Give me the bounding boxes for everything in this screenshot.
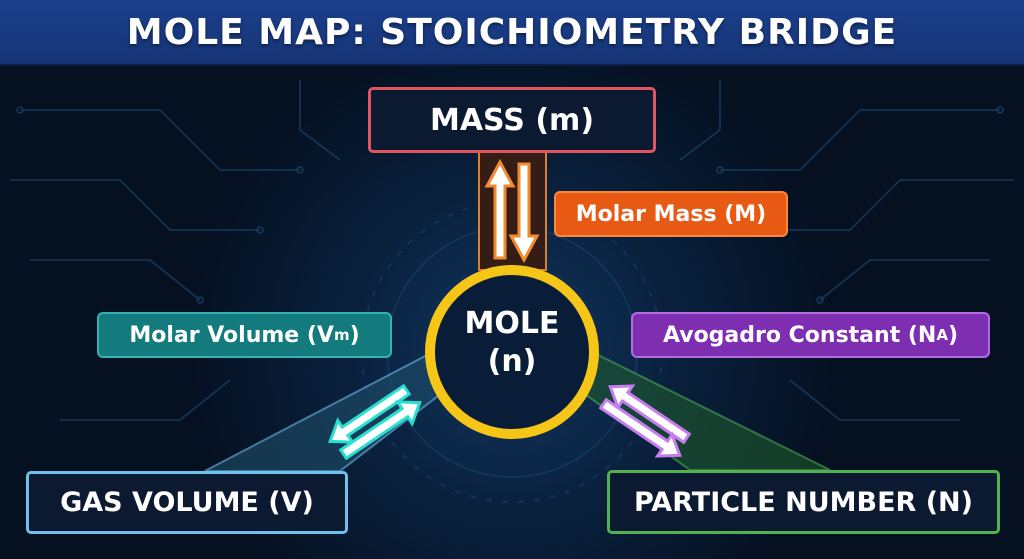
molar-mass-label: Molar Mass (M)	[554, 191, 788, 237]
molar-volume-close: )	[349, 322, 360, 348]
mass-connector	[478, 151, 547, 271]
molar-mass-double-arrow-icon	[484, 158, 540, 264]
mole-node: MOLE (n)	[432, 305, 592, 395]
page-title: MOLE MAP: STOICHIOMETRY BRIDGE	[126, 11, 898, 53]
mass-node: MASS (m)	[368, 87, 656, 153]
mass-node-label: MASS (m)	[429, 102, 595, 138]
molar-volume-text: Molar Volume (V	[129, 322, 334, 348]
circuit-traces	[10, 80, 1014, 421]
gas-volume-node: GAS VOLUME (V)	[26, 471, 348, 534]
molar-volume-subscript: m	[333, 326, 350, 344]
mole-node-title: MOLE	[464, 306, 560, 341]
molar-volume-double-arrow-icon	[328, 383, 422, 461]
avogadro-double-arrow-icon	[598, 384, 692, 458]
avogadro-subscript: A	[936, 326, 948, 344]
mole-circle	[425, 265, 599, 439]
molar-mass-text: Molar Mass (M)	[575, 201, 767, 227]
gas-volume-node-label: GAS VOLUME (V)	[60, 487, 314, 518]
avogadro-close: )	[947, 322, 959, 348]
mole-node-symbol: (n)	[487, 344, 537, 379]
particle-number-node-label: PARTICLE NUMBER (N)	[634, 486, 973, 518]
particle-number-node: PARTICLE NUMBER (N)	[607, 470, 1000, 534]
title-bar: MOLE MAP: STOICHIOMETRY BRIDGE	[0, 0, 1024, 66]
avogadro-text: Avogadro Constant (N	[662, 322, 937, 348]
